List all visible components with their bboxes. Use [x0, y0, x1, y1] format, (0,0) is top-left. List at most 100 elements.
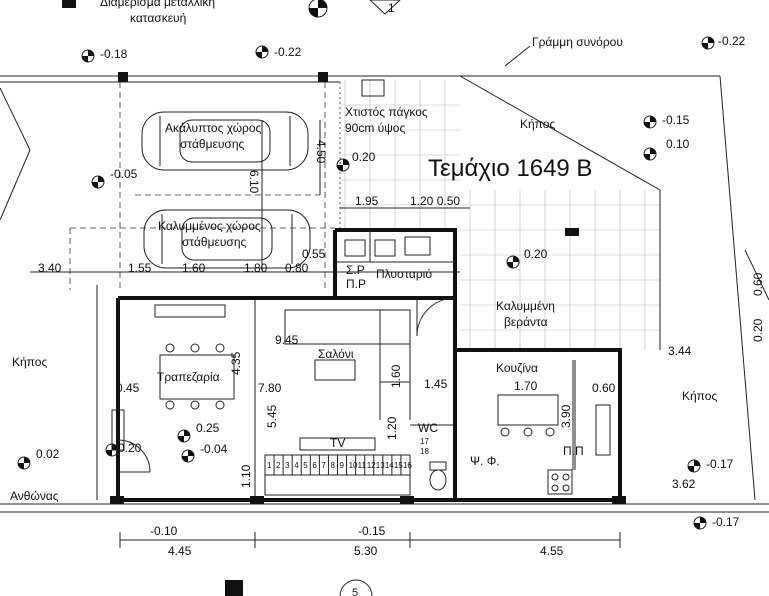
dim-455: 4.55: [540, 544, 564, 558]
level-020c: 0.20: [118, 441, 142, 455]
stair-step-number: 16: [403, 461, 412, 470]
stair-step-number: 5: [303, 461, 308, 470]
level-015a: -0.15: [662, 113, 690, 127]
dim-120-050: 1.20 0.50: [410, 194, 460, 208]
labels: Τεμάχιο 1649 Β Διαμέρισμα μεταλλική κατα…: [10, 0, 765, 596]
built-counter-label-2: 90cm ύψος: [345, 121, 405, 135]
dim-530: 5.30: [354, 544, 378, 558]
level-020b: 0.20: [524, 247, 548, 261]
axis-markers: [62, 0, 401, 596]
dim-045: 0.45: [116, 381, 140, 395]
dim-080: 0.80: [285, 261, 309, 275]
pr-label: Π.Ρ: [346, 277, 366, 291]
boundary-label: Γράμμη συνόρου: [532, 35, 623, 49]
house-walls: [110, 228, 626, 504]
kitchen-label: Κουζίνα: [496, 361, 538, 375]
pp-label: Π.Π: [563, 444, 584, 458]
covered-parking-label-1: Καλυμμένος χώρος: [158, 219, 261, 233]
fridge-label: Ψ. Φ.: [470, 454, 500, 468]
axis-5: 5: [352, 587, 358, 596]
dim-055: 0.55: [302, 247, 326, 261]
level-025: 0.25: [196, 421, 220, 435]
parcel-title: Τεμάχιο 1649 Β: [428, 155, 592, 182]
dim-180: 1.80: [244, 261, 268, 275]
tv-label: TV: [330, 436, 345, 450]
open-parking-label-2: στάθμευσης: [180, 137, 244, 151]
dim-362: 3.62: [672, 477, 696, 491]
stair-step-number: 1: [267, 461, 272, 470]
living-label: Σαλόνι: [318, 347, 354, 361]
dim-060v: 0.60: [751, 272, 765, 296]
garden-left-label: Κήπος: [12, 355, 47, 369]
stair-step-number: 18: [420, 447, 429, 456]
dim-155: 1.55: [128, 261, 152, 275]
dim-945: 9.45: [275, 333, 299, 347]
dim-780: 7.80: [258, 381, 282, 395]
stair-step-number: 8: [330, 461, 335, 470]
level-002: 0.02: [36, 447, 60, 461]
dim-340: 3.40: [38, 261, 62, 275]
sp-label: Σ.Ρ: [346, 263, 365, 277]
level-010b: -0.10: [150, 524, 178, 538]
stair-step-number: 7: [321, 461, 326, 470]
laundry-label: Πλυσταριό: [376, 267, 432, 281]
dim-390: 3.90: [559, 404, 573, 428]
stair-step-number: 13: [376, 461, 385, 470]
dim-110: 1.10: [239, 464, 253, 488]
street-label: Ανθώνας: [10, 489, 59, 503]
level-015b: -0.15: [358, 524, 386, 538]
garden-top-label: Κήπος: [520, 117, 555, 131]
stair-step-number: 12: [367, 461, 376, 470]
parking-structure: [0, 72, 341, 290]
stair-step-number: 3: [285, 461, 290, 470]
covered-parking-label-2: στάθμευσης: [182, 235, 246, 249]
top-note-line-1: Διαμέρισμα μεταλλική: [100, 0, 215, 9]
stair-step-number: 2: [276, 461, 281, 470]
car-top: [141, 111, 309, 171]
wc-label: WC: [418, 421, 438, 435]
axis-1: 1: [388, 1, 395, 15]
level-017a: -0.17: [706, 457, 734, 471]
built-counter-label-1: Χτιστός πάγκος: [345, 105, 428, 119]
top-note-line-2: κατασκευή: [130, 11, 186, 25]
dim-450: 4.50: [314, 140, 328, 164]
dim-160b: 1.60: [389, 364, 403, 388]
dim-344: 3.44: [668, 344, 692, 358]
dim-060: 0.60: [592, 381, 616, 395]
stair-step-number: 14: [385, 461, 394, 470]
stair-step-number: 15: [394, 461, 403, 470]
stair-step-number: 10: [349, 461, 358, 470]
dim-545: 5.45: [265, 404, 279, 428]
dim-120: 1.20: [385, 416, 399, 440]
dim-160: 1.60: [182, 261, 206, 275]
stair-step-number: 11: [358, 461, 367, 470]
dim-020v: 0.20: [751, 318, 765, 342]
stair-step-number: 17: [420, 437, 429, 446]
dim-435: 4.35: [229, 351, 243, 375]
level-018: -0.18: [100, 47, 128, 61]
level-020a: 0.20: [352, 150, 376, 164]
level-022a: -0.22: [274, 45, 302, 59]
level-005: -0.05: [110, 167, 138, 181]
garden-right-label: Κήπος: [682, 389, 717, 403]
car-bottom: [143, 209, 311, 269]
level-markers: [17, 0, 715, 530]
dim-610: 6.10: [247, 170, 261, 194]
furniture: [154, 79, 611, 495]
level-022b: -0.22: [718, 34, 746, 48]
dining-label: Τραπεζαρία: [157, 370, 220, 384]
dim-170: 1.70: [514, 379, 538, 393]
dimension-lines: [30, 120, 621, 548]
level-017b: -0.17: [712, 515, 740, 529]
stair-step-number: 9: [340, 461, 345, 470]
level-010: 0.10: [666, 137, 690, 151]
stair-step-number: 6: [312, 461, 317, 470]
dim-445: 4.45: [168, 544, 192, 558]
staircase: [264, 454, 411, 496]
stair-step-number: 4: [294, 461, 299, 470]
open-parking-label-1: Ακάλυπτος χώρος: [165, 121, 262, 135]
level-004: -0.04: [200, 442, 228, 456]
